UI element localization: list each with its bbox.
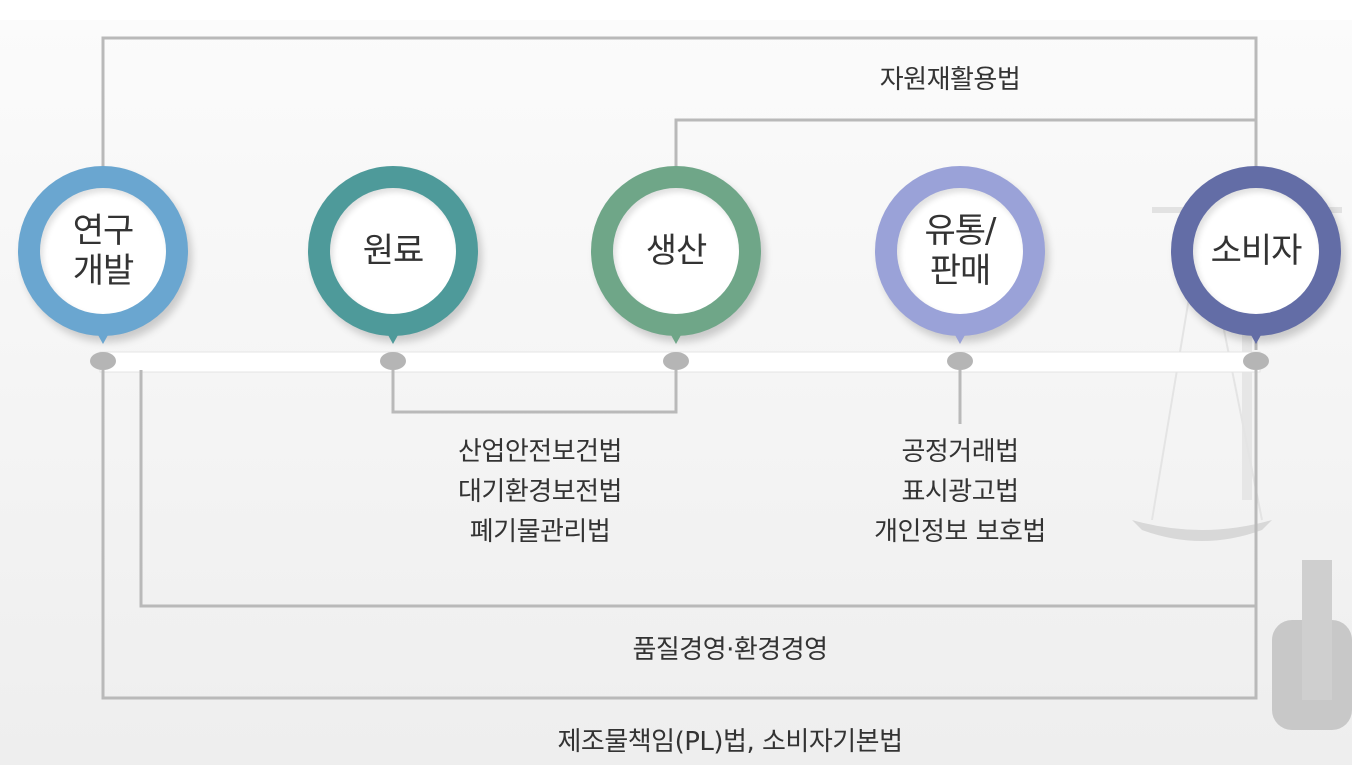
pointer-icon <box>1246 326 1266 344</box>
stage-node-production: 생산 <box>591 166 761 344</box>
pointer-icon <box>93 326 113 344</box>
timeline-dot <box>380 352 406 370</box>
timeline-dot <box>1243 352 1269 370</box>
stage-label: 유통/ 판매 <box>924 211 996 291</box>
law-item: 산업안전보건법 <box>458 437 622 467</box>
pointer-icon <box>666 326 686 344</box>
recycling-law-label: 자원재활용법 <box>879 65 1021 95</box>
stage-label: 연구 개발 <box>72 211 135 291</box>
pointer-icon <box>383 326 403 344</box>
stage-node-material: 원료 <box>308 166 478 344</box>
liability-law-label: 제조물책임(PL)법, 소비자기본법 <box>557 727 903 757</box>
liability-line <box>101 370 1258 700</box>
stage-node-research: 연구 개발 <box>18 166 188 344</box>
distribution-law-group: 공정거래법 표시광고법 개인정보 보호법 <box>820 432 1100 552</box>
stage-label: 생산 <box>645 231 708 271</box>
stage-node-consumer: 소비자 <box>1171 166 1341 344</box>
stage-label: 원료 <box>362 231 425 271</box>
management-line <box>139 370 1256 608</box>
law-item: 개인정보 보호법 <box>874 517 1046 547</box>
recycling-inner-line <box>674 118 1256 180</box>
timeline-dot <box>663 352 689 370</box>
timeline-dot <box>947 352 973 370</box>
stage-label: 소비자 <box>1210 231 1303 271</box>
timeline-dot <box>90 352 116 370</box>
law-item: 폐기물관리법 <box>469 517 611 547</box>
law-item: 공정거래법 <box>901 437 1019 467</box>
management-label: 품질경영·환경경영 <box>632 635 828 665</box>
production-bracket-line <box>391 370 678 414</box>
law-item: 대기환경보전법 <box>458 477 622 507</box>
production-law-group: 산업안전보건법 대기환경보전법 폐기물관리법 <box>400 432 680 552</box>
pointer-icon <box>950 326 970 344</box>
stage-node-distribution: 유통/ 판매 <box>875 166 1045 344</box>
law-item: 표시광고법 <box>901 477 1019 507</box>
